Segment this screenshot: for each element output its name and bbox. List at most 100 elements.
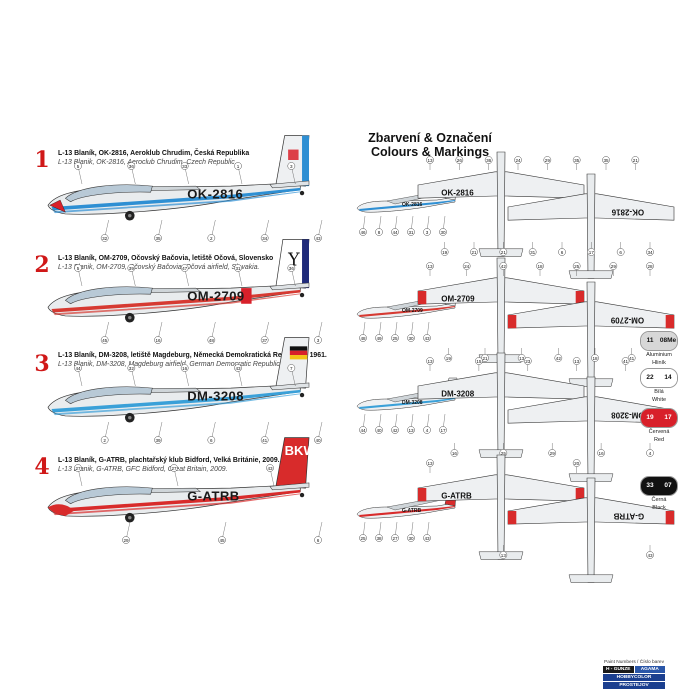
callout-circle	[218, 536, 226, 544]
callout-number: 4	[426, 428, 429, 433]
scheme-3-number: 3	[34, 351, 50, 377]
callout-number: 25	[392, 336, 398, 341]
wingtip-left	[418, 291, 427, 305]
callout-circle	[391, 534, 399, 542]
callout-circle	[423, 534, 431, 542]
callout-circle	[517, 354, 526, 362]
callout-number: 34	[262, 236, 268, 241]
scheme-3-side-view: DM-3208	[47, 337, 310, 423]
wing-registration: DM-3208	[611, 411, 644, 420]
callout-number: 16	[452, 451, 458, 456]
callout-circle	[481, 354, 489, 362]
wingtip-right	[575, 488, 584, 502]
callout-number: 13	[574, 359, 580, 364]
callout-circle	[426, 357, 434, 365]
callout-number: 36	[289, 266, 295, 271]
callout-circle	[314, 234, 322, 242]
callout-number: 31	[235, 266, 241, 271]
paint-name-en: Red	[653, 436, 665, 443]
callout-number: 43	[424, 336, 430, 341]
callout-number: 3	[426, 230, 429, 235]
cheatline-stripe-lower	[53, 393, 301, 416]
callout-number: 29	[123, 538, 129, 543]
callout-number: 44	[360, 428, 366, 433]
scheme-4-caption: L-13 Blaník, G-ATRB, plachtařský klub Bi…	[58, 457, 358, 474]
cheatline-stripe-lower	[53, 191, 301, 214]
callout-circle	[554, 354, 563, 362]
callout-number: 36	[129, 164, 135, 169]
callout-number: 38	[376, 536, 382, 541]
callout-number: 46	[360, 230, 366, 235]
scheme-4-caption-cz: L-13 Blaník, G-ATRB, plachtařský klub Bi…	[58, 457, 280, 464]
callout-number: 21	[471, 250, 477, 255]
callout-circle	[426, 262, 434, 270]
callout-circle	[375, 334, 383, 342]
callout-number: 39	[129, 266, 135, 271]
callout-circle	[170, 464, 178, 472]
title-english: Colours & Markings	[370, 145, 490, 159]
callout-number: 45	[219, 538, 225, 543]
callout-number: 40	[376, 428, 382, 433]
callout-number: 2	[210, 236, 213, 241]
sheet-title: Zbarvení & Označení Colours & Markings	[360, 131, 500, 159]
callout-circle	[423, 334, 431, 342]
callout-number: 18	[537, 264, 543, 269]
wing-registration: OM-2709	[610, 316, 644, 325]
wheel-hub	[128, 515, 132, 520]
tail-wheel	[299, 392, 305, 398]
callout-circle	[234, 162, 242, 170]
mini-registration: OK-2816	[402, 202, 423, 208]
callout-number: 29	[611, 264, 617, 269]
callout-number: 18	[592, 356, 598, 361]
callout-number: 43	[315, 236, 321, 241]
callout-circle	[475, 357, 483, 365]
callout-circle	[646, 449, 654, 457]
paint-name-cz: Červená	[648, 429, 670, 435]
callout-number: 40	[315, 438, 321, 443]
mini-stripe	[359, 200, 455, 211]
callout-circle	[260, 234, 269, 242]
callout-circle	[74, 162, 82, 170]
callout-number: 13	[427, 359, 433, 364]
callout-circle	[528, 248, 537, 256]
callout-number: 16	[155, 338, 161, 343]
wingtip-left	[418, 488, 427, 502]
scheme-3-caption-en: L-13 Blanik, DM-3208, Magdeburg airfield…	[58, 360, 301, 368]
callout-circle	[122, 536, 130, 544]
callout-number: 29	[550, 451, 556, 456]
callout-number: 42	[392, 428, 398, 433]
callout-circle	[470, 248, 478, 256]
callout-circle	[154, 436, 162, 444]
callout-number: 42	[501, 264, 507, 269]
callout-circle	[646, 551, 654, 559]
callout-number: 43	[647, 553, 653, 558]
callout-number: 21	[482, 356, 488, 361]
scheme-4-caption-en: L-13 Blanik, G-ATRB, GFC Bidford, Great …	[58, 465, 228, 473]
callout-number: 44	[75, 366, 81, 371]
callout-circle	[455, 156, 464, 164]
mini-stripe	[359, 306, 455, 317]
callout-circle	[100, 234, 109, 242]
callout-number: 13	[427, 461, 433, 466]
wing-registration: OK-2816	[611, 208, 644, 217]
callout-number: 35	[603, 158, 609, 163]
wingtip-right	[665, 511, 674, 525]
cheatline-stripe	[51, 389, 301, 413]
agama-logo: AGAMA	[634, 666, 665, 673]
callout-circle	[391, 228, 399, 236]
callout-circle	[359, 426, 367, 434]
fuselage-planform	[586, 376, 596, 482]
mini-stripe	[359, 506, 455, 517]
callout-number: 5	[77, 266, 80, 271]
callout-circle	[423, 426, 431, 434]
callout-circle	[499, 248, 508, 256]
callout-number: 36	[486, 158, 492, 163]
callout-circle	[572, 156, 581, 164]
callout-number: 7	[290, 366, 293, 371]
scheme-3-top-view: DM-3208	[417, 352, 585, 458]
scheme-4-number: 4	[34, 454, 50, 480]
callout-number: 30	[440, 230, 446, 235]
scheme-2-caption-cz: L-13 Blaník, OM-2709, Očovský Bačovia, l…	[58, 255, 274, 262]
